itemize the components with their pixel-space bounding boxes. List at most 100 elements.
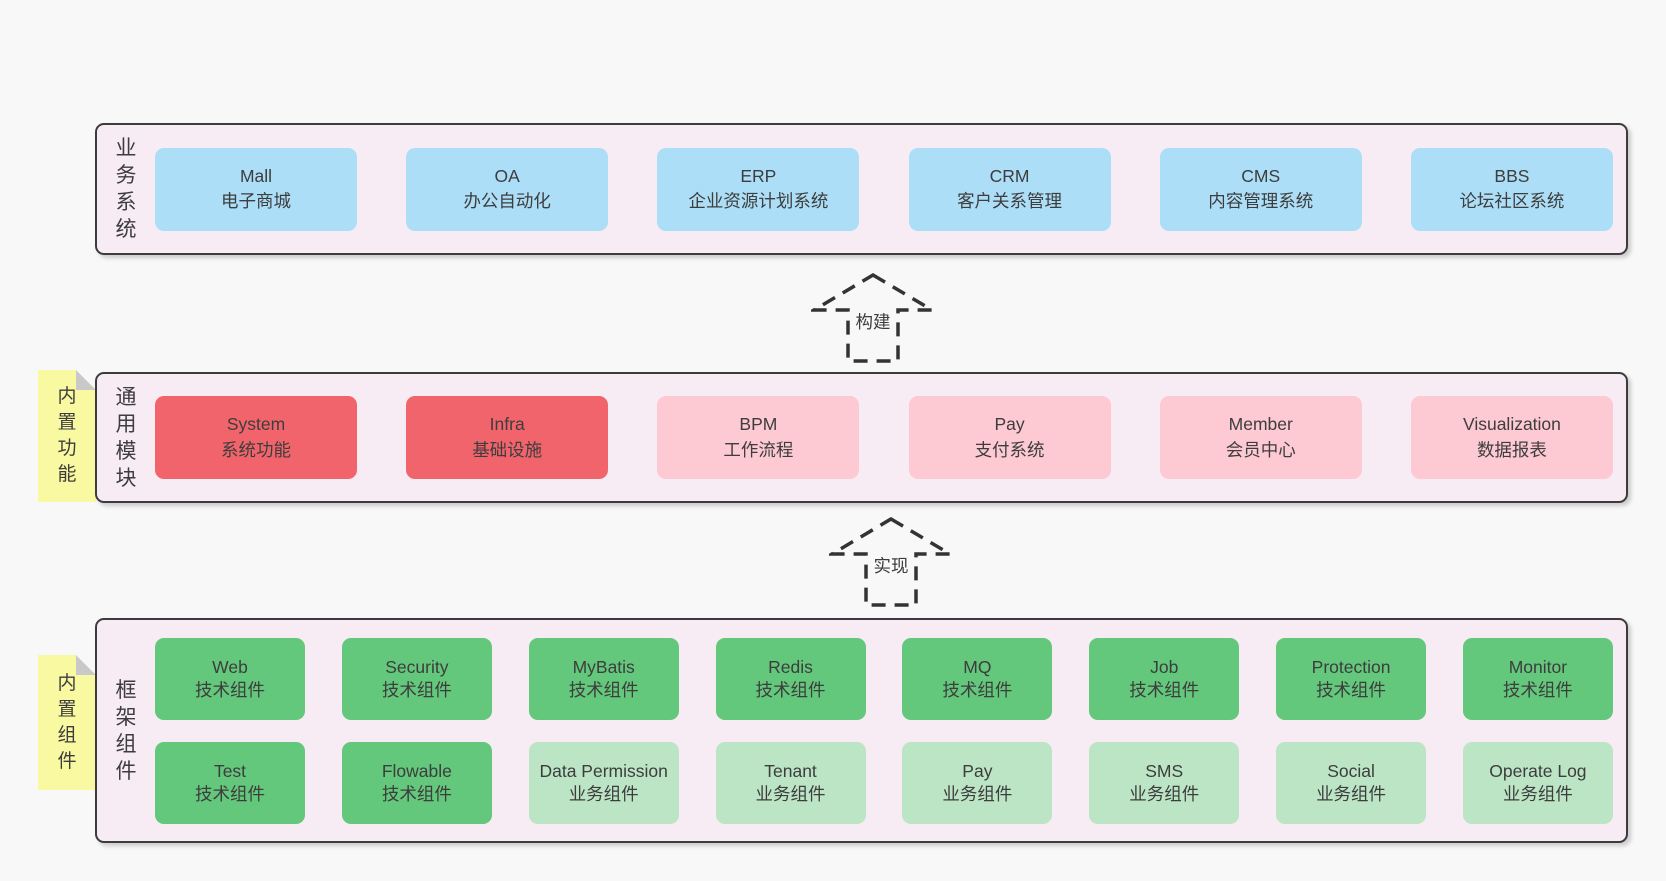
vertical-char: 置 [57, 412, 77, 433]
box-subtitle: 技术组件 [195, 679, 265, 700]
box-title: Pay [994, 414, 1025, 435]
sticky-tab-built-in-components: 内置组件 [38, 655, 96, 790]
arrow-label: 实现 [870, 552, 912, 579]
box-erp: ERP 企业资源计划系统 [657, 147, 860, 231]
box-subtitle: 办公自动化 [463, 191, 551, 211]
box-system: System 系统功能 [155, 396, 357, 479]
vertical-char: 框 [115, 678, 137, 702]
box-subtitle: 业务组件 [942, 783, 1013, 804]
box-title: CMS [1241, 165, 1281, 186]
vertical-char: 通 [115, 385, 137, 409]
box-title: OA [494, 165, 520, 186]
box-subtitle: 系统功能 [221, 439, 291, 460]
box-subtitle: 支付系统 [974, 439, 1045, 460]
box-bbs: BBS 论坛社区系统 [1410, 147, 1613, 231]
box-title: Web [212, 656, 248, 677]
box-title: MyBatis [572, 656, 635, 677]
folded-corner [76, 655, 96, 675]
vertical-char: 架 [115, 705, 137, 729]
vertical-char: 能 [57, 464, 77, 485]
box-title: Visualization [1462, 414, 1561, 435]
box-title: Test [213, 760, 247, 781]
vertical-char: 系 [115, 191, 137, 214]
box-title: Social [1327, 760, 1375, 781]
box-title: ERP [740, 165, 777, 186]
box-title: Security [385, 656, 449, 677]
folded-corner [76, 370, 96, 390]
build-arrow-up: 构建 [811, 272, 935, 364]
arrow-label: 构建 [852, 308, 894, 335]
layer-title-common-modules: 通用模块 [97, 374, 155, 501]
box-subtitle: 业务组件 [1316, 783, 1387, 804]
vertical-char: 业 [115, 137, 137, 160]
box-title: System [226, 414, 286, 435]
box-subtitle: 电子商城 [221, 191, 291, 211]
box-title: Operate Log [1489, 760, 1587, 781]
box-title: MQ [963, 656, 992, 677]
box-title: Flowable [381, 760, 452, 781]
box-oa: OA 办公自动化 [406, 147, 609, 231]
implement-arrow-up: 实现 [829, 516, 953, 608]
box-subtitle: 客户关系管理 [957, 191, 1063, 211]
box-title: Tenant [764, 760, 817, 781]
vertical-char: 组 [57, 724, 77, 746]
vertical-char: 用 [115, 412, 137, 436]
box-subtitle: 技术组件 [381, 679, 452, 700]
vertical-char: 块 [115, 466, 137, 490]
vertical-char: 务 [115, 164, 137, 187]
sticky-tab-built-in-features: 内置功能 [38, 370, 96, 502]
vertical-char: 件 [115, 759, 137, 783]
box-subtitle: 技术组件 [755, 679, 826, 700]
vertical-char: 置 [57, 698, 77, 720]
layer-title-business-systems: 业务系统 [97, 125, 155, 253]
box-subtitle: 会员中心 [1225, 439, 1296, 460]
box-subtitle: 工作流程 [723, 439, 794, 460]
box-crm: CRM 客户关系管理 [908, 147, 1111, 231]
vertical-char: 内 [57, 672, 77, 694]
box-subtitle: 技术组件 [1316, 679, 1387, 700]
box-title: Redis [768, 656, 813, 677]
box-title: Infra [489, 414, 525, 435]
box-subtitle: 企业资源计划系统 [688, 191, 829, 211]
vertical-char: 模 [115, 439, 137, 463]
box-subtitle: 业务组件 [1129, 783, 1200, 804]
vertical-char: 组 [115, 732, 137, 756]
box-title: CRM [989, 165, 1030, 186]
box-subtitle: 业务组件 [1502, 783, 1573, 804]
layer-title-framework-components: 框架组件 [97, 620, 155, 841]
box-title: Protection [1311, 656, 1391, 677]
box-subtitle: 论坛社区系统 [1459, 191, 1565, 211]
box-title: Monitor [1508, 656, 1568, 677]
box-title: BBS [1494, 165, 1530, 186]
box-title: Job [1150, 656, 1179, 677]
